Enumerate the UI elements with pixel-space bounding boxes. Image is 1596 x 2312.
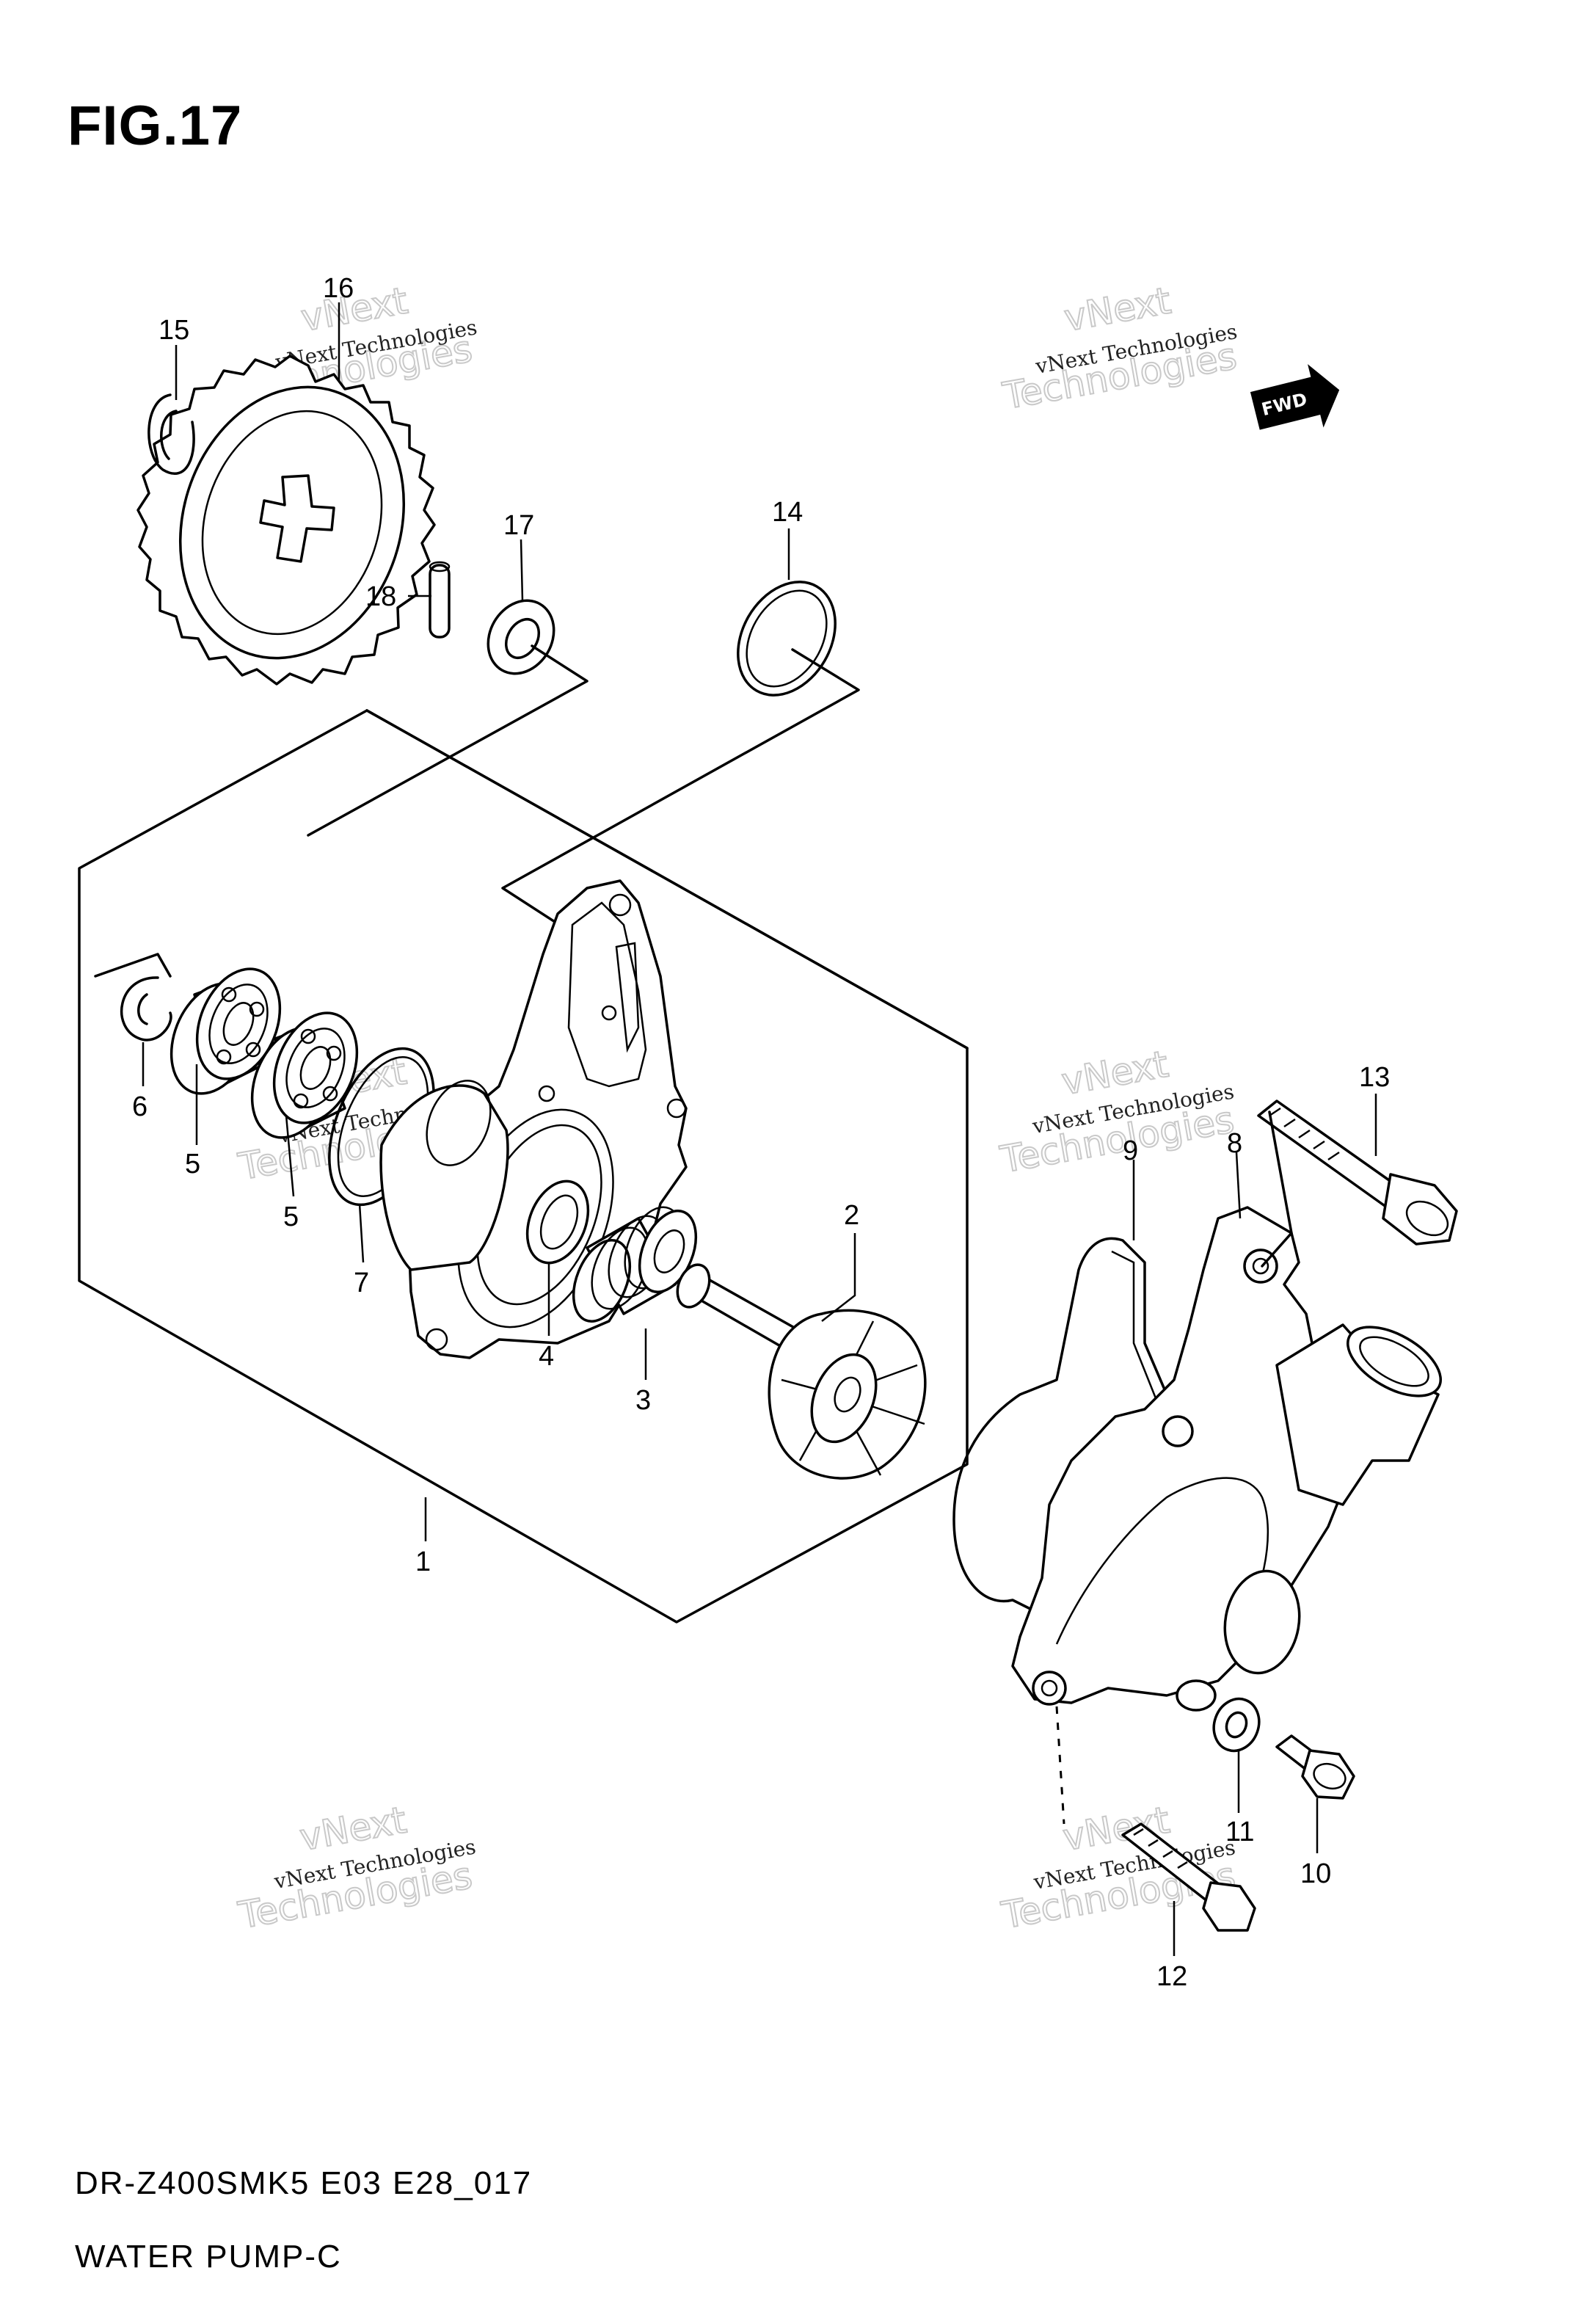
callout-7: 7 — [354, 1268, 369, 1298]
e-clip-6 — [94, 953, 172, 1042]
washer-17 — [487, 599, 555, 675]
watermark-bottom-right: vNext Technologies vNext Technologies — [997, 1798, 1239, 1938]
bolt-12-guide — [1055, 1706, 1065, 1825]
callout-10: 10 — [1300, 1858, 1331, 1889]
callout-13: 13 — [1359, 1062, 1390, 1093]
assembly-outline — [78, 709, 969, 1624]
impeller-shaft-2 — [676, 1263, 927, 1480]
bearing-5b — [250, 1011, 359, 1139]
fwd-arrow-icon: FWD — [1250, 364, 1340, 430]
callout-3: 3 — [635, 1385, 651, 1416]
watermark-big-1: vNext — [1061, 279, 1174, 339]
water-pump-gear-16 — [136, 355, 436, 686]
callout-5a: 5 — [185, 1149, 200, 1179]
callout-5b: 5 — [283, 1202, 299, 1232]
callout-9: 9 — [1123, 1135, 1138, 1166]
connection-lines — [307, 644, 860, 930]
watermark-bottom-left: vNext Technologies vNext Technologies — [234, 1798, 477, 1938]
watermark-top-right: vNext Technologies vNext Technologies — [999, 278, 1240, 418]
watermark-mid-right: vNext Technologies vNext Technologies — [996, 1042, 1238, 1182]
callout-labels: 1 2 3 4 5 5 6 7 8 9 10 11 12 13 14 15 16… — [132, 273, 1390, 1992]
callout-12: 12 — [1156, 1961, 1187, 1992]
o-ring-14 — [737, 581, 837, 697]
callout-17: 17 — [503, 510, 534, 541]
figure-title: FIG.17 — [68, 95, 243, 157]
circlip-15 — [147, 393, 195, 475]
pin-18 — [429, 561, 451, 639]
bolt-13-leader — [1261, 1110, 1293, 1268]
callout-11: 11 — [1225, 1817, 1254, 1847]
washer-11 — [1212, 1697, 1261, 1753]
callout-18: 18 — [365, 581, 396, 612]
bolt-13 — [1257, 1099, 1458, 1246]
callout-1: 1 — [415, 1546, 431, 1577]
bolt-10 — [1275, 1734, 1355, 1800]
bearing-5a — [170, 967, 282, 1095]
bolt-12 — [1121, 1822, 1256, 1932]
callout-4: 4 — [539, 1341, 554, 1372]
leader-lines — [142, 302, 1377, 1956]
figure-name: WATER PUMP-C — [75, 2239, 342, 2275]
callout-15: 15 — [158, 315, 189, 346]
mechanical-seal-3 — [572, 1206, 698, 1323]
figure-code: DR-Z400SMK5 E03 E28_017 — [75, 2165, 533, 2201]
callout-16: 16 — [323, 273, 354, 304]
callout-8: 8 — [1227, 1128, 1242, 1159]
pump-cover-8 — [1011, 1206, 1442, 1712]
callout-6: 6 — [132, 1091, 147, 1122]
callout-14: 14 — [772, 497, 803, 528]
callout-2: 2 — [844, 1200, 859, 1231]
